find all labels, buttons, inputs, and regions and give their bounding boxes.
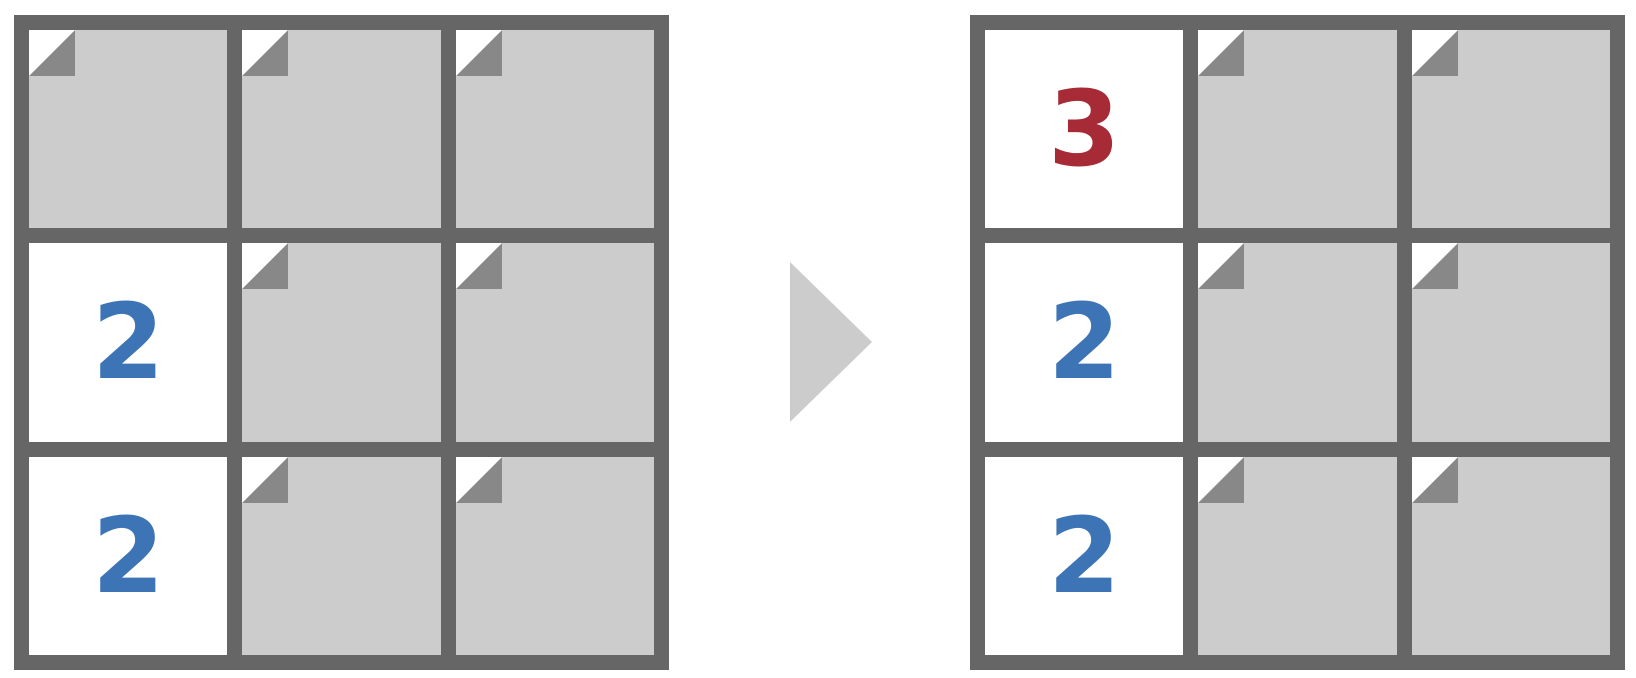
cell-r1-c1: 3 [985, 30, 1184, 229]
cell-r2-c2[interactable] [1198, 243, 1397, 442]
cell-number: 2 [91, 494, 165, 617]
cell-number: 2 [91, 281, 165, 404]
cell-number: 2 [1047, 494, 1121, 617]
cell-r3-c1: 2 [985, 456, 1184, 655]
cell-r1-c1[interactable] [29, 30, 228, 229]
board-after: 3 2 2 [970, 15, 1625, 670]
cell-number: 3 [1047, 68, 1121, 191]
cell-r1-c3[interactable] [455, 30, 654, 229]
cell-r1-c2[interactable] [1198, 30, 1397, 229]
cell-r2-c1: 2 [29, 243, 228, 442]
cell-r2-c1: 2 [985, 243, 1184, 442]
right-arrow-icon [790, 262, 872, 422]
cell-r3-c1: 2 [29, 456, 228, 655]
cell-r3-c3[interactable] [1411, 456, 1610, 655]
cell-r2-c2[interactable] [242, 243, 441, 442]
cell-r1-c2[interactable] [242, 30, 441, 229]
cell-r1-c3[interactable] [1411, 30, 1610, 229]
cell-r3-c2[interactable] [242, 456, 441, 655]
cell-r3-c2[interactable] [1198, 456, 1397, 655]
cell-r2-c3[interactable] [455, 243, 654, 442]
cell-r3-c3[interactable] [455, 456, 654, 655]
cell-number: 2 [1047, 281, 1121, 404]
right-arrow-shape [790, 262, 872, 422]
cell-r2-c3[interactable] [1411, 243, 1610, 442]
